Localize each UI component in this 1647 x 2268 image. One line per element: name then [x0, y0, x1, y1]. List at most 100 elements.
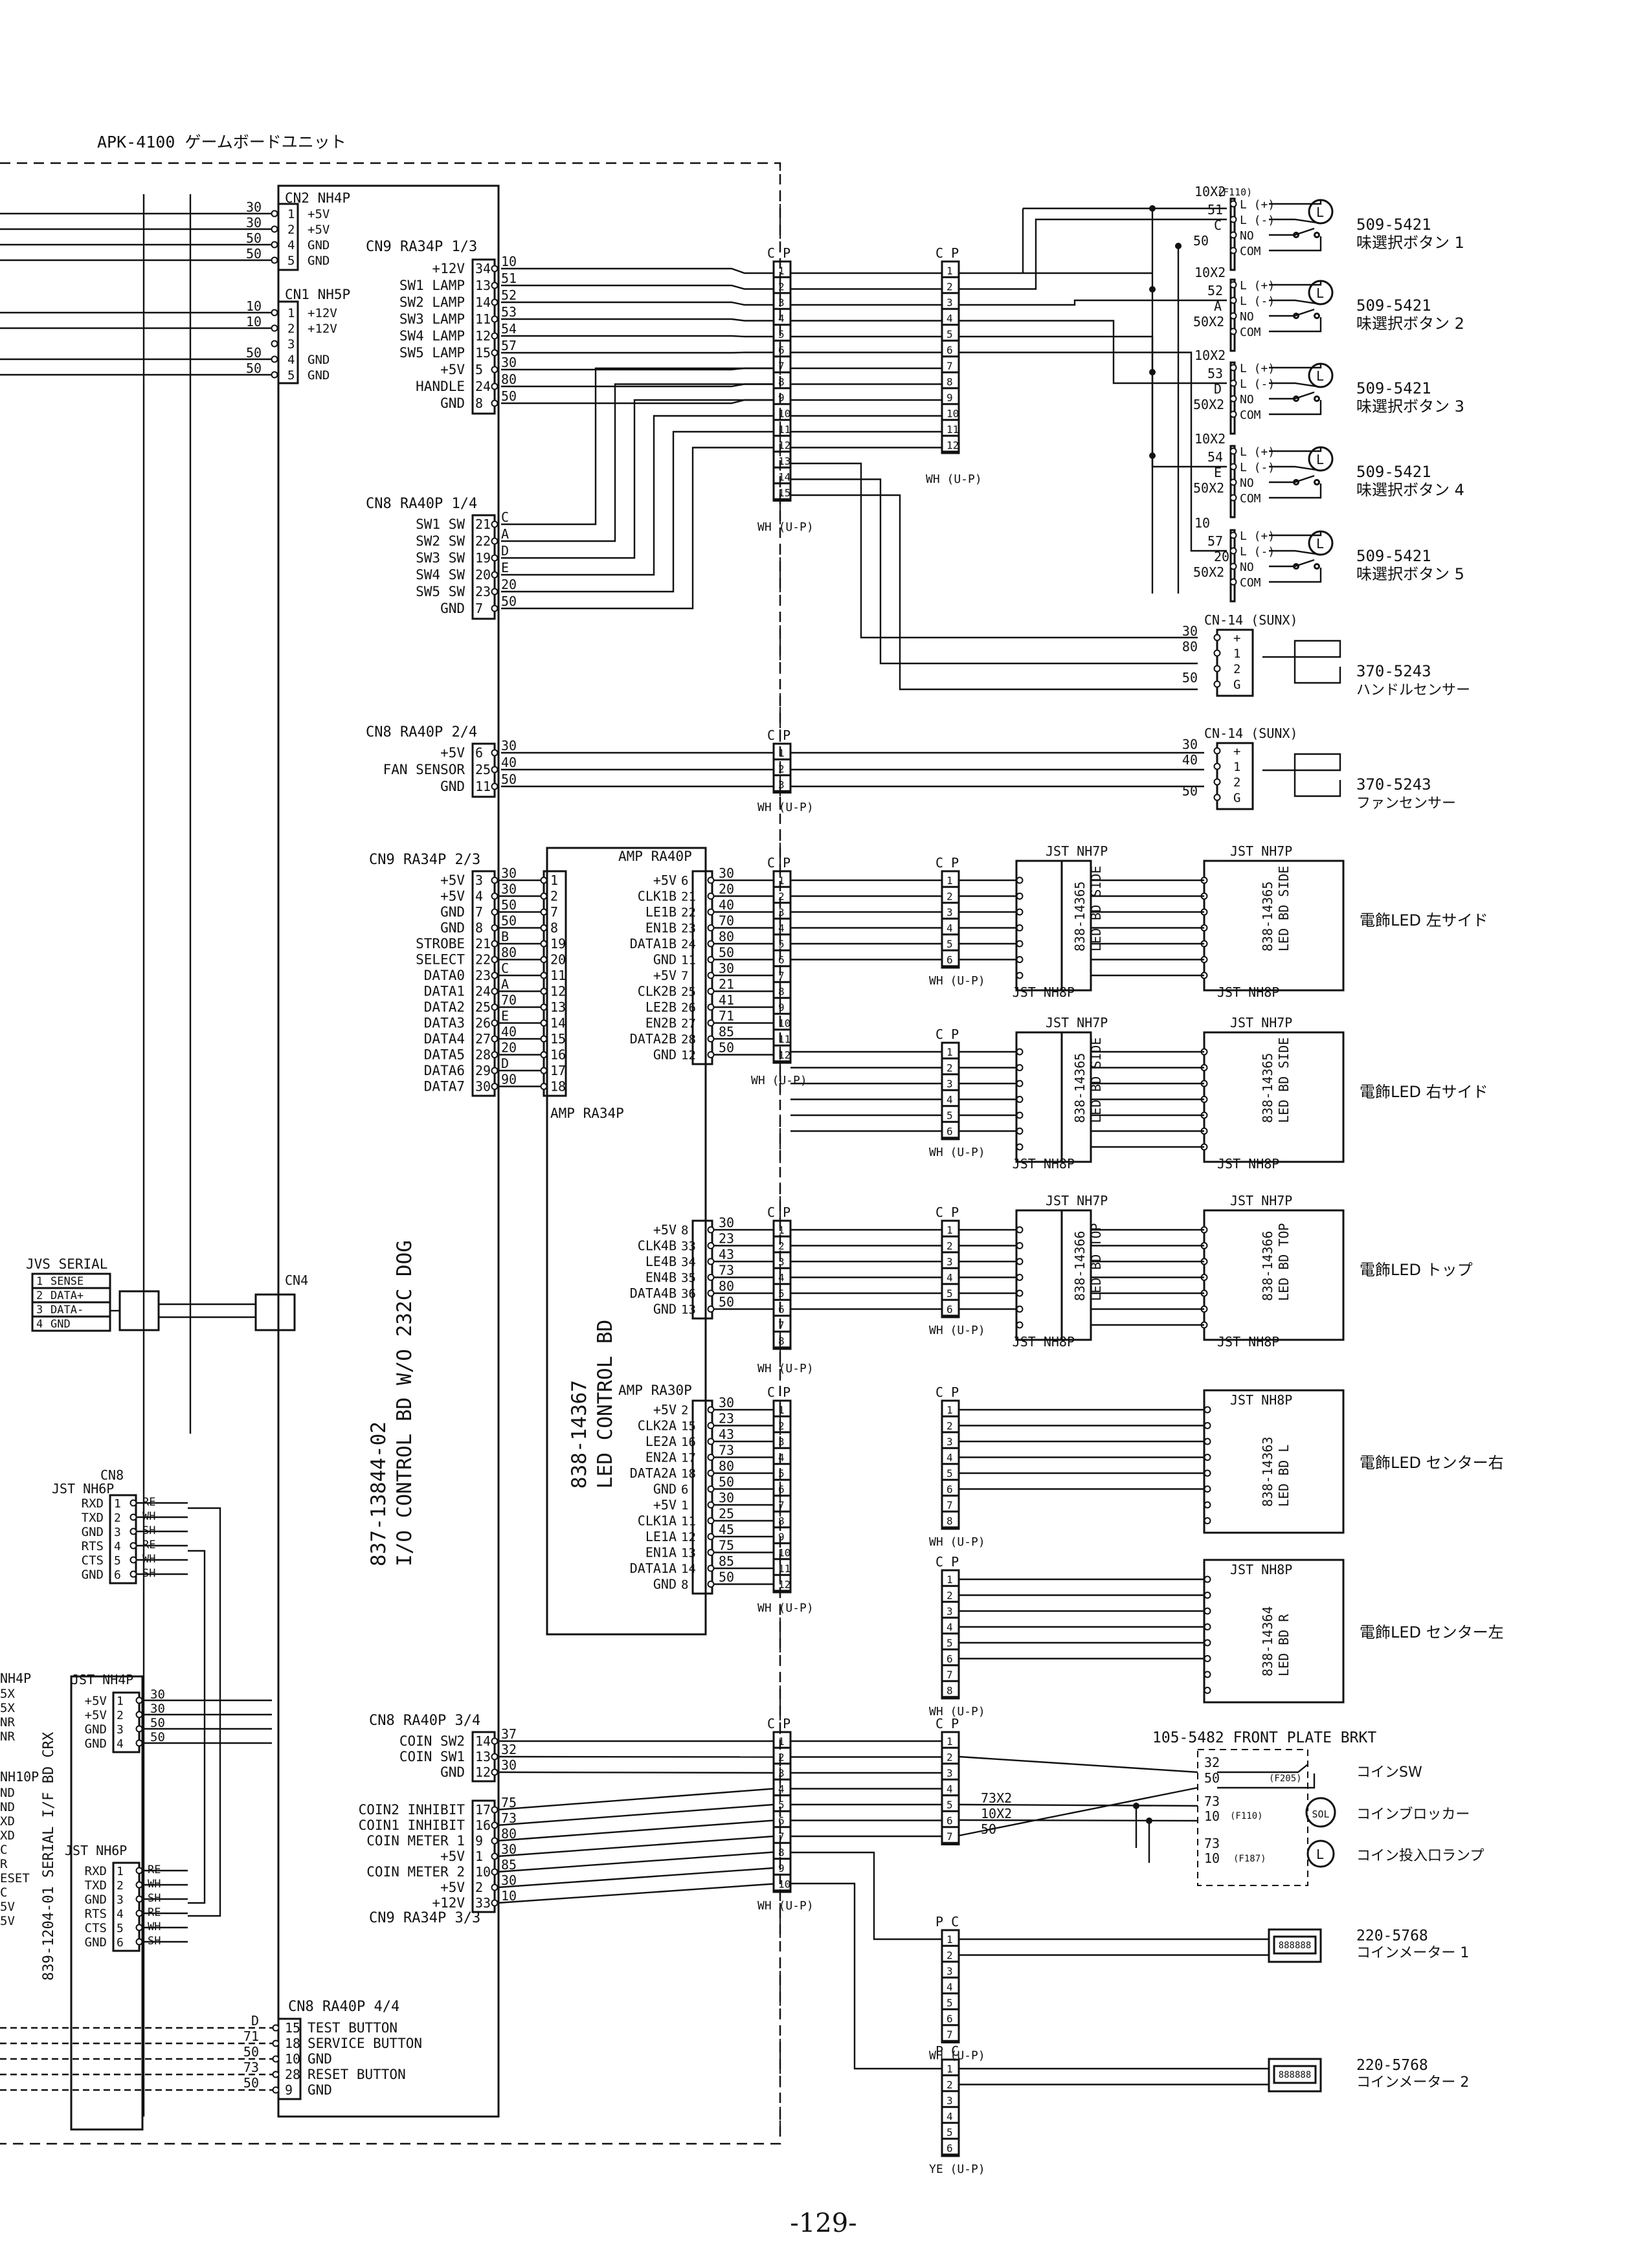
cn8_44-pin-terminal [272, 2071, 280, 2078]
cn9_23-signal-label: GND [440, 904, 465, 920]
crx-nh4p-signal: +5V [85, 1694, 107, 1708]
crx-left-signal: 5X [0, 1701, 15, 1715]
cn8_nh6-pin-number: 1 [114, 1497, 121, 1511]
cp-center_l-pin-number: 4 [947, 1621, 953, 1634]
cn9_23-pin-number: 29 [475, 1063, 491, 1078]
cn8_44-signal-label: TEST BUTTON [308, 2020, 398, 2036]
cp-coin-pin-number: 7 [778, 1830, 785, 1843]
amp30-signal-label: EN2A [645, 1450, 677, 1465]
center_l-board-pin [1204, 1575, 1211, 1583]
cn9_13-pin-terminal [491, 282, 499, 289]
page-number: -129- [790, 2208, 857, 2238]
cn9_23-pin-terminal [491, 956, 499, 963]
amp30-wire-code: 85 [719, 1553, 734, 1569]
cn9_13-wire-code: 57 [501, 338, 517, 353]
button-wire [959, 335, 1227, 468]
cn9_23-mate-pin [540, 988, 548, 995]
top-board-a-pin [1016, 1306, 1024, 1313]
amp40-signal-label: DATA2B [630, 1031, 677, 1047]
cn1-pin-number: 2 [287, 322, 295, 336]
cn9_23-mate-pin-number: 18 [550, 1079, 566, 1095]
amp40-signal-label: CLK2B [638, 984, 677, 999]
cn8_34-pin-number: 33 [475, 1895, 491, 1911]
side_l-board-a-pin [1016, 876, 1024, 884]
cn8_14-pin-terminal [491, 588, 499, 595]
switch-wire [501, 447, 774, 610]
handle-sensor-wire-code: 80 [1182, 639, 1198, 654]
button-1-wire-code: 50 [1193, 233, 1209, 249]
cp-coin-2-pin-number: 4 [947, 1783, 953, 1796]
switch-wire [501, 399, 774, 559]
button-3-pin-terminal [1229, 395, 1237, 403]
button-5-wire-code: 50X2 [1193, 564, 1224, 580]
cp-lamp-2-pin-number: 6 [947, 344, 953, 357]
cp-lamp-2-pin-number: 8 [947, 376, 953, 388]
cn9_23-pin-number: 7 [475, 904, 483, 920]
cn8_34-pin-terminal [491, 1806, 499, 1814]
cp-center_l-housing: WH (U-P) [929, 1705, 985, 1718]
amp30-pin-number: 17 [681, 1451, 696, 1465]
cn8_14-signal-label: GND [440, 601, 465, 616]
cn9_23-mate-pin [540, 924, 548, 931]
fan-sensor-pin-label: 2 [1233, 775, 1240, 790]
cp-top-pin-number: 1 [947, 1224, 953, 1236]
cn9_23-signal-label: SELECT [416, 952, 465, 968]
cn2-pin-terminal [271, 225, 278, 233]
cn9_23-mate-pin-number: 16 [550, 1047, 566, 1063]
pc-meter-2-pin-number: 6 [947, 2142, 953, 2155]
jvs-pin-number: 2 [36, 1289, 43, 1302]
amp40-signal-label: DATA1B [630, 936, 677, 951]
cp-lamp-pin-number: 11 [778, 423, 790, 436]
cn8_44-signal-label: SERVICE BUTTON [308, 2036, 422, 2051]
amp40-signal-label: LE1B [645, 904, 677, 920]
cn8_34-wire-code: 30 [501, 1873, 517, 1888]
top-board-a-pin [1016, 1289, 1024, 1297]
button-wire [959, 218, 1227, 290]
amp40-pin-number: 34 [681, 1255, 696, 1269]
cp-led-2-housing: WH (U-P) [757, 1362, 814, 1375]
cn9_23-pin-number: 30 [475, 1079, 491, 1095]
amp30-signal-label: GND [653, 1577, 677, 1592]
cn9_23-pin-number: 23 [475, 968, 491, 983]
amp40-wire-code: 80 [719, 1278, 734, 1294]
cn8_34-signal-label: +5V [440, 1880, 465, 1895]
junction-dot [1175, 243, 1182, 249]
pc-meter-1-pin-number: 7 [947, 2029, 953, 2041]
cn9_23-signal-label: DATA3 [424, 1016, 465, 1031]
cn9_23-wire-code: 30 [501, 882, 517, 897]
center_r-board-pin [1204, 1517, 1211, 1524]
button-5-pin-terminal [1229, 578, 1237, 586]
amp30-wire-code: 23 [719, 1411, 734, 1427]
pc-meter-1-pin-number: 3 [947, 1965, 953, 1977]
amp30-pin-number: 12 [681, 1530, 696, 1544]
button-4-wire-code: 54 [1207, 449, 1223, 465]
cp-coin-2-label: C P [936, 1716, 959, 1731]
cp-coin-label: C P [767, 1716, 790, 1731]
cn1-pin-terminal [271, 309, 278, 317]
lamp-icon: L [1316, 285, 1324, 301]
cn8_44-pin-terminal [272, 2055, 280, 2063]
button-5-wire-code: 20 [1214, 549, 1229, 564]
cn8_34-pin-number: 13 [475, 1749, 491, 1764]
cn8_14-pin-number: 21 [475, 517, 491, 532]
cn8_nh6-signal-label: RTS [82, 1539, 104, 1553]
center_l-board-pin [1204, 1655, 1211, 1662]
cn8_24-wire-code: 50 [501, 772, 517, 787]
cn2-wire-code: 30 [246, 215, 262, 230]
button-2-wire-code: 50X2 [1193, 314, 1224, 329]
cp-lamp-2-pin-number: 11 [947, 423, 959, 436]
amp40-pin-terminal [707, 1019, 715, 1027]
amp40-signal-label: GND [653, 952, 677, 968]
amp30-wire-code: 50 [719, 1474, 734, 1490]
cn8_34-wire-code: 32 [501, 1742, 517, 1757]
cn8_44-pin-number: 15 [285, 2020, 300, 2036]
cn8_nh6-wire-color: WH [142, 1510, 155, 1523]
coin-switch-name: コインSW [1356, 1764, 1422, 1781]
cn9_23-mate-pin [540, 1035, 548, 1043]
amp40-wire-code: 43 [719, 1247, 734, 1262]
top-led-name: 電飾LED トップ [1360, 1261, 1473, 1279]
amp30-wire-code: 73 [719, 1443, 734, 1458]
top-board-a-pin [1016, 1321, 1024, 1329]
handle-sensor-part-number: 370-5243 [1356, 662, 1431, 680]
side_r-board-a-footer: JST NH8P [1013, 1156, 1075, 1172]
